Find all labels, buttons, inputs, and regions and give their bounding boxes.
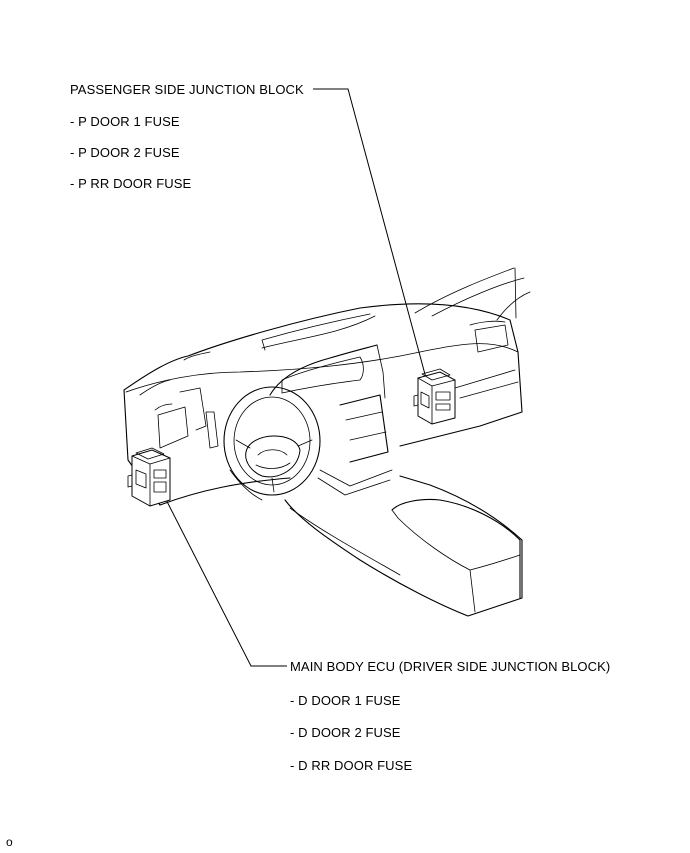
- driver-junction-block: [127, 447, 171, 507]
- figure-id: o: [6, 835, 13, 849]
- driver-fuse-1-label: - D DOOR 1 FUSE: [290, 693, 401, 708]
- passenger-fuse-2-label: - P DOOR 2 FUSE: [70, 145, 180, 160]
- center-stack: [339, 394, 389, 463]
- lower-dash: [159, 469, 393, 506]
- dashboard-top: [123, 303, 519, 393]
- passenger-fuse-1-label: - P DOOR 1 FUSE: [70, 114, 180, 129]
- passenger-leader-line: [313, 88, 427, 379]
- passenger-fuse-3-label: - P RR DOOR FUSE: [70, 176, 192, 191]
- passenger-junction-block-label: PASSENGER SIDE JUNCTION BLOCK: [70, 82, 304, 97]
- steering-wheel: [205, 386, 321, 496]
- driver-fuse-3-label: - D RR DOOR FUSE: [290, 758, 413, 773]
- right-dash-side: [399, 320, 523, 447]
- driver-leader-line: [155, 479, 287, 667]
- passenger-junction-block: [413, 368, 456, 425]
- instrument-cluster-hood: [269, 344, 386, 399]
- driver-junction-block-label: MAIN BODY ECU (DRIVER SIDE JUNCTION BLOC…: [290, 659, 611, 674]
- windshield-outline: [414, 267, 531, 321]
- center-console: [284, 475, 523, 617]
- driver-fuse-2-label: - D DOOR 2 FUSE: [290, 725, 401, 740]
